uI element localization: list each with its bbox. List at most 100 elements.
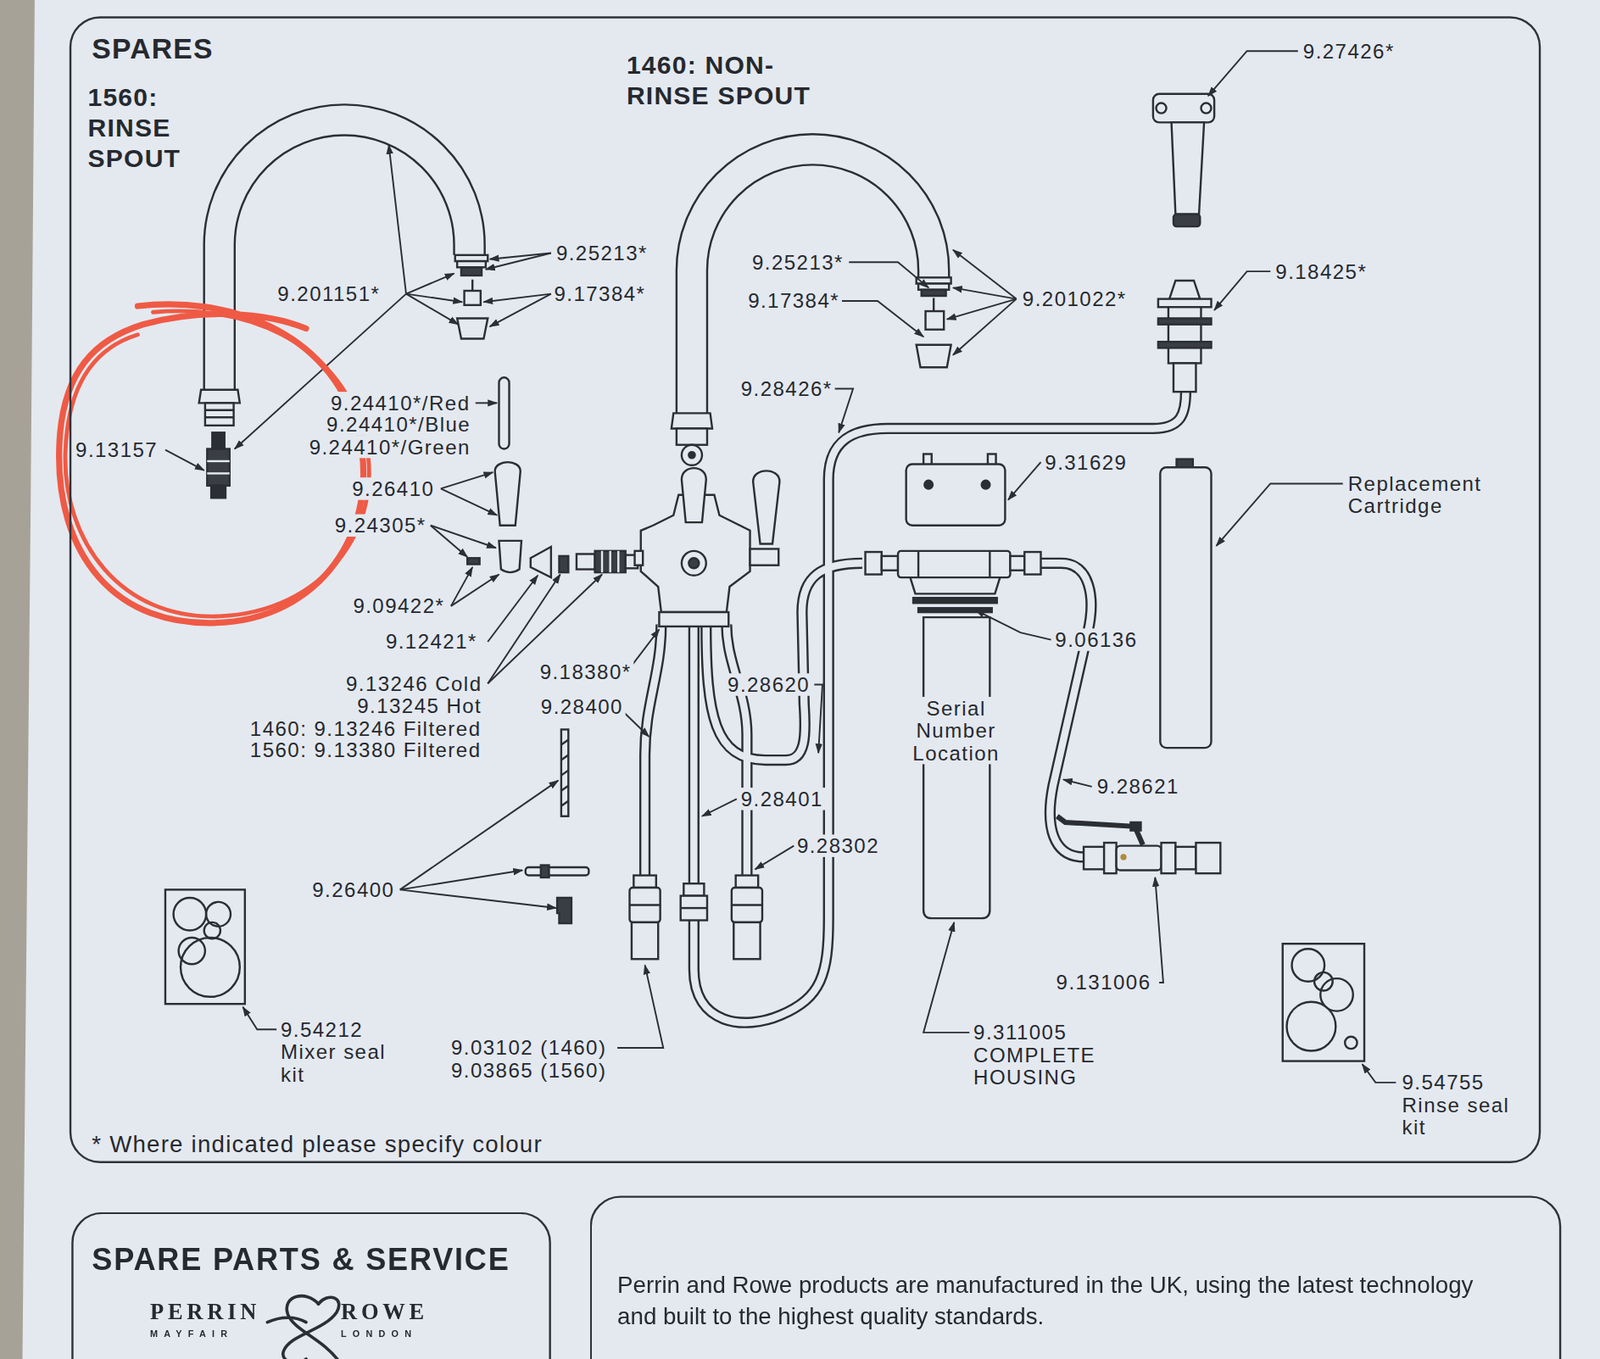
hose-outline (645, 391, 1187, 1023)
parts-drawing-part (1344, 1036, 1357, 1049)
parts-drawing-part (558, 556, 569, 573)
leader-lines-part (400, 780, 559, 891)
leader-lines-part (617, 964, 664, 1048)
hose-outline-part (688, 624, 700, 888)
logo-ampersand-part (286, 1296, 339, 1359)
parts-drawing-part (1169, 280, 1200, 300)
parts-drawing-part (576, 553, 596, 569)
hose-fill-part (645, 624, 662, 878)
parts-drawing-part (923, 617, 990, 919)
part-number: 9.13157 (73, 438, 161, 461)
parts-drawing-part (561, 729, 569, 816)
part-number: 1460: 9.13246 Filtered (247, 717, 483, 740)
parts-drawing-part (1200, 103, 1211, 114)
parts-drawing-part (932, 297, 935, 312)
parts-drawing-part (1292, 948, 1326, 982)
leader-lines-part (702, 798, 737, 816)
logo-word: ROWE (340, 1299, 429, 1325)
parts-drawing-part (205, 402, 235, 425)
parts-drawing-part (635, 551, 644, 566)
parts-drawing-part (205, 409, 235, 412)
parts-drawing-part (1130, 822, 1141, 831)
parts-drawing-part (629, 903, 661, 906)
parts-drawing-part (608, 551, 611, 573)
panel-box: Perrin and Rowe products are manufacture… (590, 1195, 1562, 1359)
part-number: 9.25213* (750, 250, 847, 274)
parts-drawing-part (1173, 362, 1196, 392)
part-number: 9.54755 (1399, 1071, 1487, 1094)
parts-drawing-part (680, 896, 708, 921)
parts-drawing-part (234, 134, 455, 390)
body-text: Perrin and Rowe products are manufacture… (617, 1269, 1506, 1333)
parts-drawing-part (561, 755, 569, 761)
part-number: 9.17384* (551, 282, 648, 305)
leader-lines-part (1362, 1064, 1397, 1083)
parts-drawing-part (471, 279, 474, 291)
part-number: 9.201151* (275, 282, 383, 305)
leader-lines-part (430, 525, 497, 548)
logo-subword: MAYFAIR (150, 1327, 234, 1340)
parts-drawing-part (457, 317, 488, 339)
parts-drawing-part (680, 907, 708, 909)
model-heading: 1560: RINSE SPOUT (85, 81, 205, 173)
parts-drawing-part (1024, 551, 1041, 575)
hose-fill-part (1041, 563, 1092, 858)
hose-outline-part (645, 624, 662, 878)
part-number: 9.28426* (738, 377, 835, 400)
part-number: 9.09422* (351, 595, 447, 618)
leader-lines-part (1154, 877, 1164, 983)
parts-drawing-part (206, 472, 229, 474)
parts-drawing-part (988, 551, 991, 578)
parts-drawing-part (1153, 94, 1215, 123)
parts-drawing-part (629, 887, 661, 923)
parts-drawing-part (981, 480, 991, 490)
leader-lines-part (400, 870, 523, 891)
part-number: 9.13246 Cold (344, 672, 485, 695)
leader-lines-part (1216, 483, 1344, 546)
part-number: 9.03865 (1560) (449, 1059, 609, 1082)
parts-drawing-part (1314, 972, 1333, 992)
leader-lines-part (389, 144, 407, 295)
logo-subword: LONDON (340, 1327, 418, 1340)
stone-background (0, 0, 35, 1359)
parts-drawing-part (681, 468, 707, 523)
parts-drawing-part (688, 451, 695, 458)
hose-outline-part (1041, 563, 1092, 858)
part-number: 9.28401 (738, 787, 826, 810)
parts-drawing-part (199, 390, 240, 404)
leader-lines-part (953, 299, 1017, 356)
part-number: 9.26400 (310, 878, 397, 901)
part-number: 1560: 9.13380 Filtered (247, 738, 483, 761)
part-number: 9.18380* (537, 661, 634, 684)
parts-drawing-part (921, 289, 947, 296)
leader-lines-part (430, 525, 468, 558)
logo-word: PERRIN (150, 1299, 261, 1325)
part-number: 9.03102 (1460) (449, 1036, 609, 1060)
parts-drawing-part (750, 548, 780, 565)
hose-outline-part (693, 391, 1186, 1023)
parts-drawing-part (495, 462, 521, 526)
leader-lines-part (165, 450, 205, 471)
part-description: Rinse seal kit (1399, 1093, 1519, 1139)
parts-drawing-part (178, 937, 206, 965)
leader-lines-part (440, 472, 493, 489)
logo-ampersand (267, 1296, 339, 1359)
parts-drawing-part (676, 133, 949, 413)
parts-drawing-part (897, 551, 1010, 578)
leader-lines-part (923, 922, 970, 1033)
parts-drawing-part (464, 290, 481, 306)
leader-lines-part (953, 287, 1017, 299)
parts-drawing-part (561, 786, 569, 792)
box-heading: SPARE PARTS & SERVICE (91, 1243, 510, 1278)
leader-lines-part (848, 262, 929, 288)
red-marker-circle-part (65, 311, 369, 617)
parts-drawing-part (1009, 556, 1025, 571)
leader-lines-part (440, 488, 497, 515)
logo-ampersand-part (283, 1297, 340, 1359)
parts-drawing-part (561, 740, 569, 746)
leader-lines-part (400, 889, 557, 909)
parts-drawing-part (1103, 842, 1116, 874)
parts-drawing-part (752, 470, 780, 544)
parts-drawing-part (917, 551, 920, 578)
